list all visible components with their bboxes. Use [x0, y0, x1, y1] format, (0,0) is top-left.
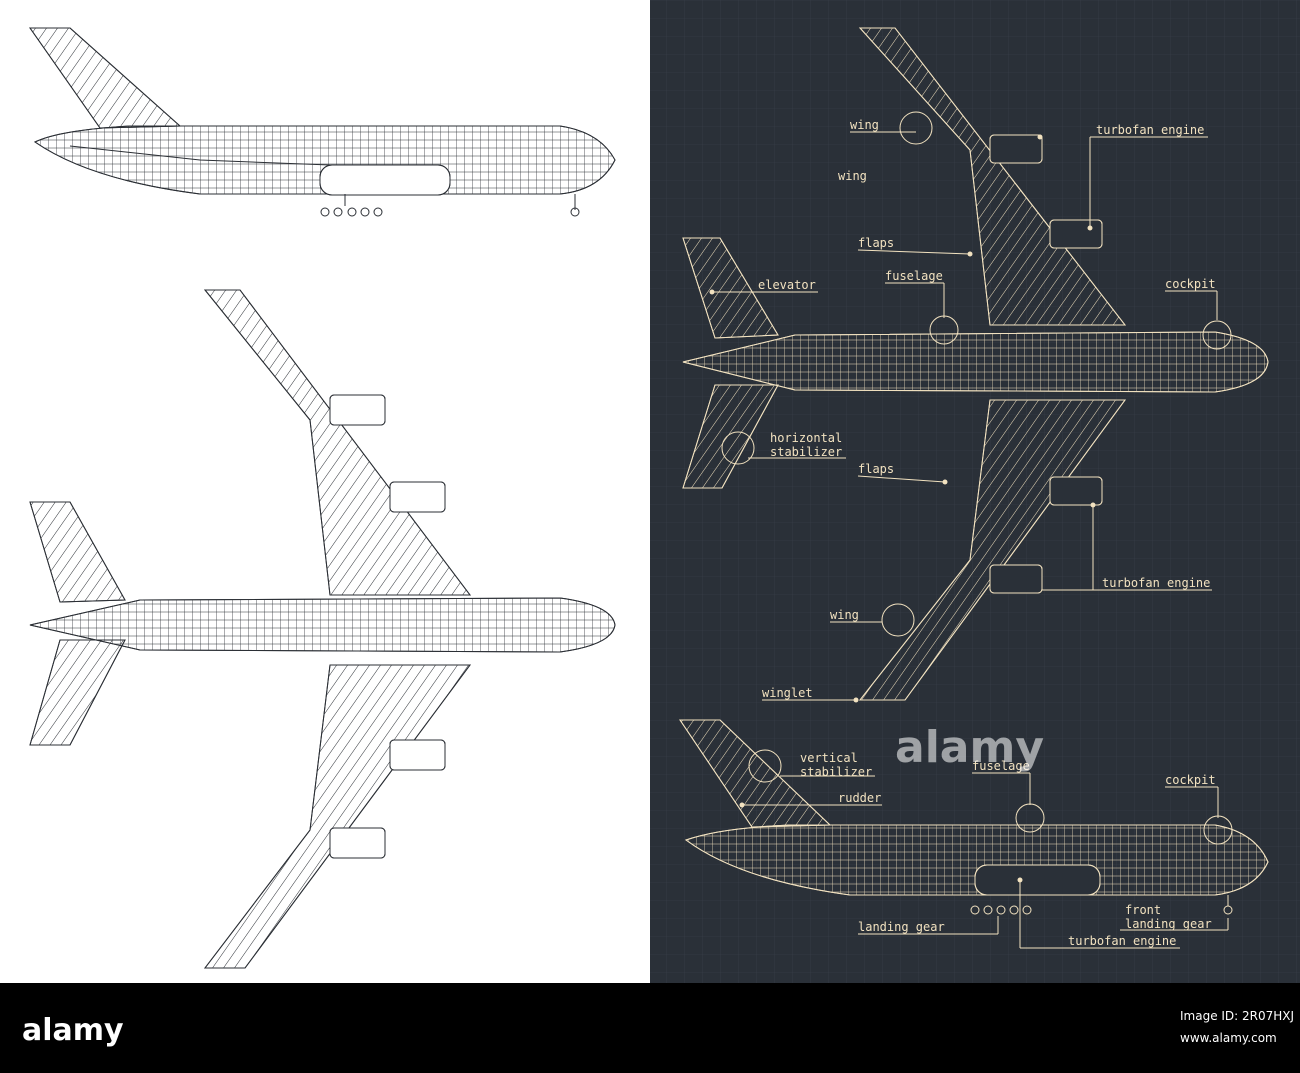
- footer-bar: [0, 983, 1300, 1073]
- label-vertical-stabilizer-1: vertical: [800, 751, 858, 765]
- label-winglet: winglet: [762, 686, 813, 700]
- side-view-drawing-left: [29, 27, 616, 217]
- label-turbofan-engine-top: turbofan engine: [1096, 123, 1204, 137]
- label-flaps-top: flaps: [858, 236, 894, 250]
- label-wing-mid: wing: [838, 169, 867, 183]
- annotations: wing wing turbofan engine flaps elevator…: [709, 111, 1233, 949]
- watermark: alamy: [895, 722, 1044, 773]
- label-elevator: elevator: [758, 278, 816, 292]
- label-vertical-stabilizer-2: stabilizer: [800, 765, 872, 779]
- footer-site: www.alamy.com: [1180, 1031, 1277, 1045]
- label-front-landing-gear-2: landing gear: [1125, 917, 1212, 931]
- label-fuselage-top: fuselage: [885, 269, 943, 283]
- top-view-drawing-left: [29, 289, 616, 969]
- label-horizontal-stabilizer-1: horizontal: [770, 431, 842, 445]
- label-cockpit-side: cockpit: [1165, 773, 1216, 787]
- label-fuselage-side: fuselage: [972, 759, 1030, 773]
- label-turbofan-engine-side: turbofan engine: [1068, 934, 1176, 948]
- label-landing-gear: landing gear: [858, 920, 945, 934]
- label-wing-top: wing: [850, 118, 879, 132]
- label-rudder: rudder: [838, 791, 881, 805]
- side-view-drawing-right: [679, 719, 1269, 915]
- label-wing-bottom: wing: [830, 608, 859, 622]
- label-horizontal-stabilizer-2: stabilizer: [770, 445, 842, 459]
- top-view-drawing-right: [682, 27, 1269, 701]
- label-flaps-bottom: flaps: [858, 462, 894, 476]
- footer-logo: alamy: [22, 1013, 124, 1048]
- label-cockpit-top: cockpit: [1165, 277, 1216, 291]
- label-turbofan-engine-bottom: turbofan engine: [1102, 576, 1210, 590]
- label-front-landing-gear-1: front: [1125, 903, 1161, 917]
- footer-image-id: Image ID: 2R07HXJ: [1180, 1009, 1294, 1023]
